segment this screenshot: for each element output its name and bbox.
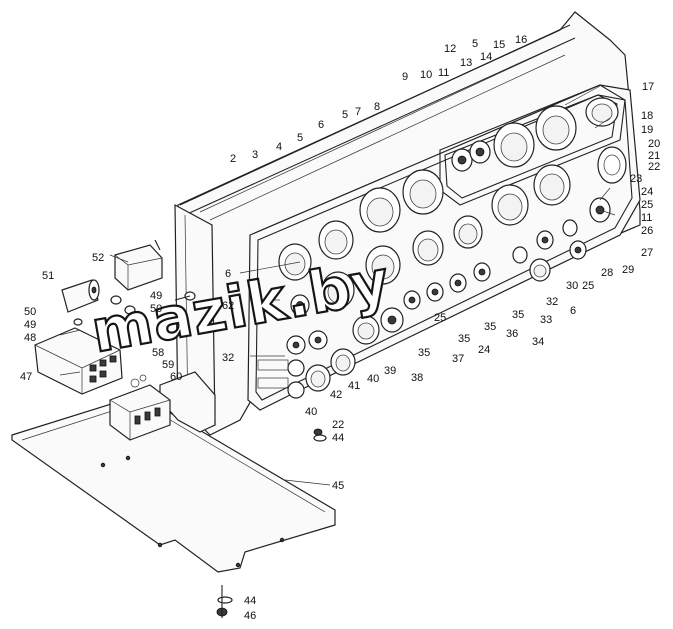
leader-lines [59, 85, 616, 486]
callout: 35 [484, 321, 496, 333]
callout: 25 [582, 280, 594, 292]
callout: 7 [355, 106, 361, 118]
callout: 33 [540, 314, 552, 326]
callout: 18 [641, 110, 653, 122]
callout: 2 [230, 153, 236, 165]
callout: 50 [24, 306, 36, 318]
gauge-small-2 [469, 140, 491, 164]
callout: 50 [150, 303, 162, 315]
callout: 24 [478, 344, 490, 356]
callout: 35 [418, 347, 430, 359]
callout: 13 [460, 57, 472, 69]
callout: 40 [367, 373, 379, 385]
gauge-mid-1 [359, 187, 401, 233]
callout: 60 [170, 371, 182, 383]
gauge-low-1 [278, 243, 312, 281]
callout: 37 [452, 353, 464, 365]
callout: 29 [622, 264, 634, 276]
callout: 5 [342, 109, 348, 121]
callout: 22 [648, 161, 660, 173]
callout: 35 [458, 333, 470, 345]
bolts-small [73, 291, 196, 326]
callout: 48 [24, 332, 36, 344]
gauge-mid-3 [491, 184, 529, 226]
lamp-block [257, 307, 404, 399]
callout: 58 [152, 347, 164, 359]
callout: 47 [20, 371, 32, 383]
callout: 42 [330, 389, 342, 401]
callout: 3 [252, 149, 258, 161]
gauge-low-5 [321, 271, 355, 309]
callout: 52 [92, 252, 104, 264]
relay-52 [114, 239, 163, 291]
callout: 46 [244, 610, 256, 622]
gauge-mid-2 [402, 169, 444, 215]
callout: 34 [532, 336, 544, 348]
callout: 19 [641, 124, 653, 136]
box-47 [34, 327, 123, 395]
callout: 49 [24, 319, 36, 331]
callout: 23 [630, 173, 642, 185]
gauge-low-3 [412, 230, 444, 266]
callout: 5 [472, 38, 478, 50]
bolts-bottom [216, 428, 327, 618]
switch-row [290, 219, 587, 316]
callout-labels: 2 3 4 5 6 5 7 8 9 10 11 12 13 5 14 15 16… [20, 34, 660, 622]
callout: 16 [515, 34, 527, 46]
callout: 24 [641, 186, 653, 198]
callout: 45 [332, 480, 344, 492]
callout: 32 [222, 352, 234, 364]
callout: 38 [411, 372, 423, 384]
callout: 40 [305, 406, 317, 418]
gauge-large-1 [493, 122, 535, 168]
callout: 27 [641, 247, 653, 259]
callout: 44 [332, 432, 344, 444]
gauge-low-2 [365, 245, 401, 285]
gauge-small-1 [451, 148, 473, 172]
callout: 51 [42, 270, 54, 282]
callout: 21 [648, 150, 660, 162]
gauge-low-4 [453, 215, 483, 249]
gauge-large-2 [535, 105, 577, 151]
callout: 11 [438, 67, 449, 79]
callout: 39 [384, 365, 396, 377]
callout: 10 [420, 69, 432, 81]
callout: 44 [244, 595, 256, 607]
callout: 4 [276, 141, 282, 153]
gauge-mid-5 [318, 220, 354, 260]
callout: 35 [512, 309, 524, 321]
gauge-mid-4 [533, 164, 571, 206]
callout: 62 [222, 300, 234, 312]
callout: 22 [332, 419, 344, 431]
cylinder-51 [61, 279, 100, 313]
callout: 41 [348, 380, 360, 392]
gauge-large-3 [585, 97, 619, 127]
callout: 26 [641, 225, 653, 237]
callout: 20 [648, 138, 660, 150]
callout: 8 [374, 101, 380, 113]
callout: 6 [225, 268, 231, 280]
callout: 25 [641, 199, 653, 211]
callout: 6 [318, 119, 324, 131]
gauges [257, 97, 627, 399]
floor-panel [11, 394, 336, 573]
callout: 36 [506, 328, 518, 340]
callout: 6 [570, 305, 576, 317]
callout: 11 [641, 212, 652, 224]
callout: 12 [444, 43, 456, 55]
callout: 15 [493, 39, 505, 51]
callout: 28 [601, 267, 613, 279]
callout: 32 [546, 296, 558, 308]
callout: 49 [150, 290, 162, 302]
callout: 5 [297, 132, 303, 144]
relay-block [109, 374, 171, 441]
callout: 17 [642, 81, 654, 93]
callout: 59 [162, 359, 174, 371]
callout: 14 [480, 51, 492, 63]
callout: 30 [566, 280, 578, 292]
callout: 9 [402, 71, 408, 83]
callout: 25 [434, 312, 446, 324]
